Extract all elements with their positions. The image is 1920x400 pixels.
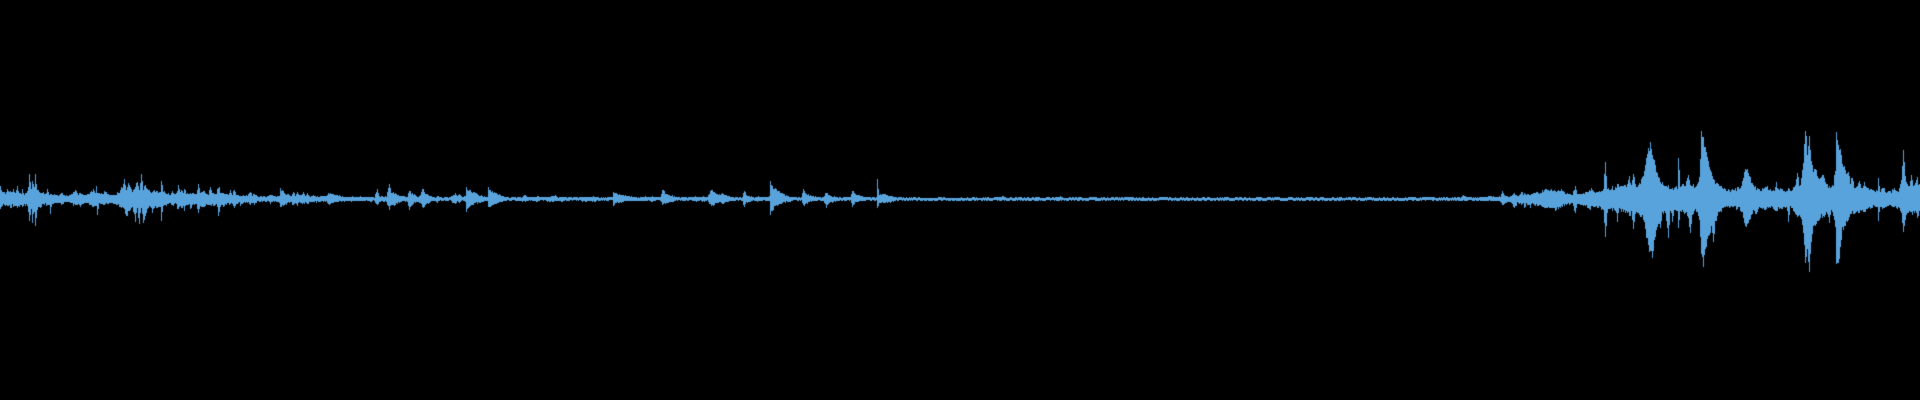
audio-waveform[interactable] (0, 0, 1920, 400)
waveform-view (0, 0, 1920, 400)
